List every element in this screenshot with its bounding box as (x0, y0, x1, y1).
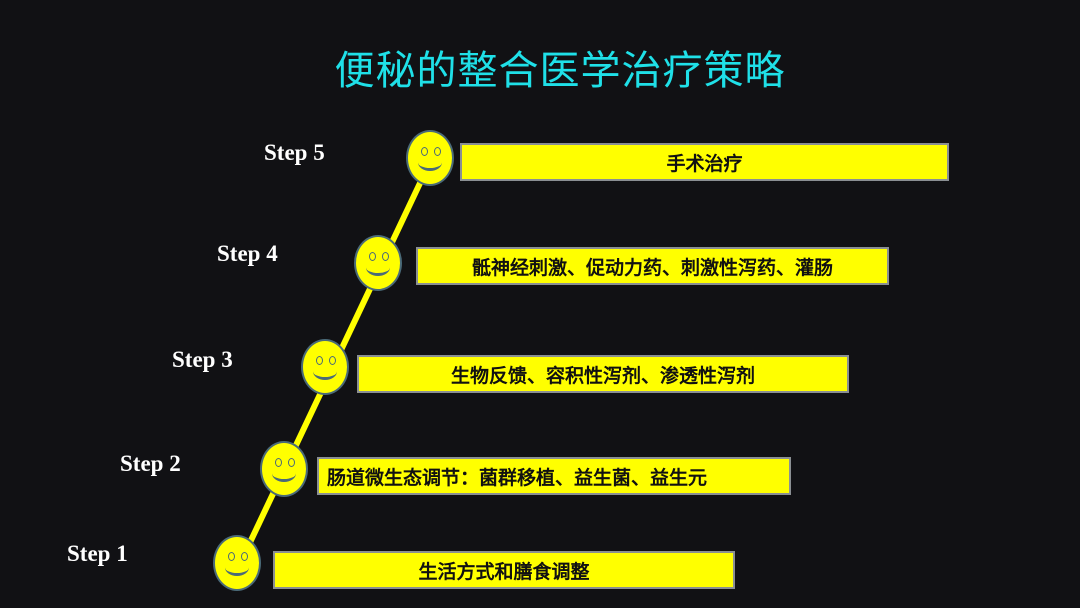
smiley-face-icon (260, 441, 308, 497)
page-title: 便秘的整合医学治疗策略 (334, 48, 786, 94)
step-1-box: 生活方式和膳食调整 (273, 551, 735, 589)
smiley-face-icon (354, 235, 402, 291)
step-4-box: 骶神经刺激、促动力药、刺激性泻药、灌肠 (416, 247, 889, 285)
step-2-label: Step 2 (120, 451, 181, 476)
step-3-label: Step 3 (172, 347, 233, 372)
step-5-label: Step 5 (264, 140, 325, 165)
step-5-box: 手术治疗 (460, 143, 949, 181)
smiley-face-icon (301, 339, 349, 395)
smiley-face-icon (406, 130, 454, 186)
step-3-box: 生物反馈、容积性泻剂、渗透性泻剂 (357, 355, 849, 393)
step-4-label: Step 4 (217, 241, 278, 266)
step-2-box: 肠道微生态调节：菌群移植、益生菌、益生元 (317, 457, 791, 495)
step-1-label: Step 1 (67, 541, 128, 566)
smiley-face-icon (213, 535, 261, 591)
